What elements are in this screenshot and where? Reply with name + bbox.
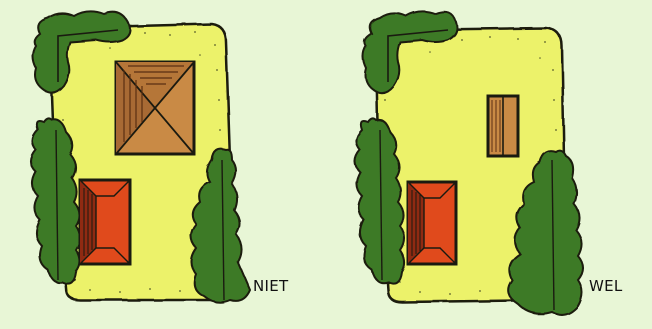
roof-icon [408, 182, 456, 264]
roof-icon [488, 96, 518, 156]
caption-niet: NIET [253, 277, 289, 295]
panel-right [355, 11, 583, 314]
roof-icon [116, 62, 194, 154]
panel-left [31, 11, 250, 302]
caption-wel: WEL [589, 277, 623, 295]
roof-icon [80, 180, 130, 264]
